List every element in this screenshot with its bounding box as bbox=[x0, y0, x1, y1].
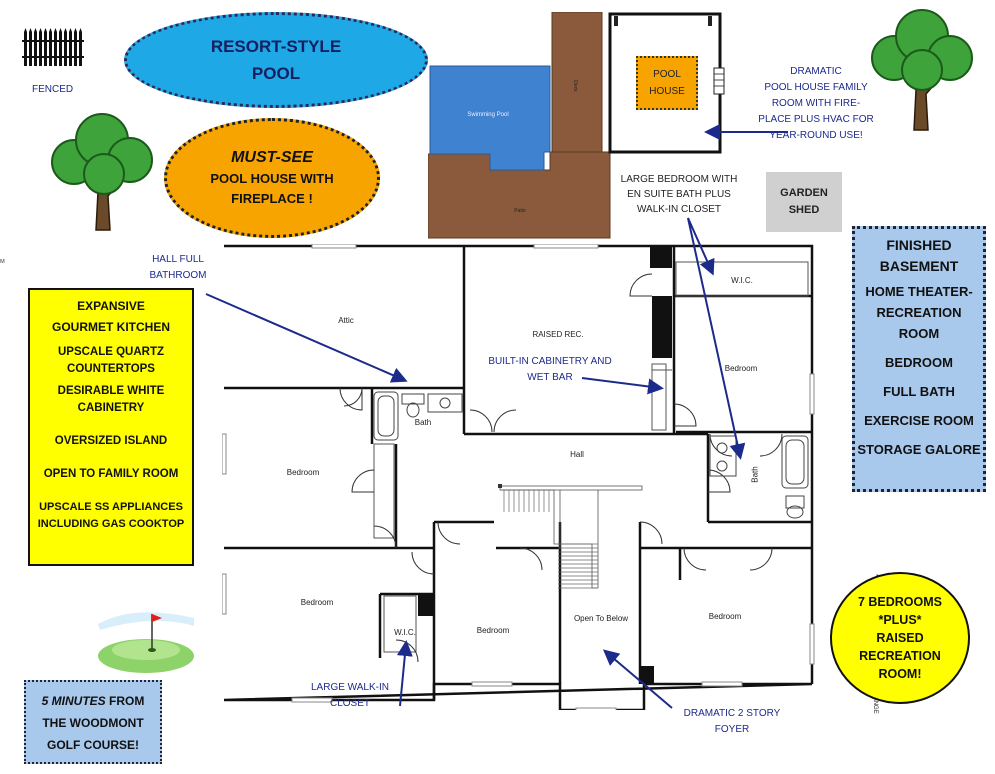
fence-label: FENCED bbox=[32, 84, 74, 95]
golf-text: 5 MINUTES FROM THE WOODMONT GOLF COURSE! bbox=[26, 690, 160, 756]
swimming-pool-label: Swimming Pool bbox=[467, 112, 508, 118]
pool-house-label: POOL HOUSE bbox=[649, 69, 685, 97]
golf-rest: FROM THE WOODMONT GOLF COURSE! bbox=[42, 694, 145, 752]
basement-item: BEDROOM bbox=[885, 355, 953, 370]
fence-picket bbox=[79, 28, 82, 66]
fence-picket bbox=[69, 28, 72, 66]
kitchen-item: OPEN TO FAMILY ROOM bbox=[43, 468, 179, 480]
garden-shed: GARDEN SHED bbox=[766, 172, 842, 232]
basement-item: HOME THEATER- RECREATION ROOM bbox=[865, 284, 973, 341]
garden-shed-label: GARDEN SHED bbox=[780, 187, 828, 216]
basement-item: FULL BATH bbox=[883, 384, 955, 399]
pool-oval: RESORT-STYLE POOL bbox=[124, 12, 428, 108]
room-label-bedroom-bottom-right: Bedroom bbox=[708, 612, 742, 621]
fence-picket bbox=[39, 28, 42, 66]
foyer-note: DRAMATIC 2 STORY FOYER bbox=[683, 708, 781, 735]
fence-picket bbox=[54, 28, 57, 66]
basement-box: FINISHED BASEMENT HOME THEATER- RECREATI… bbox=[852, 226, 986, 492]
site-plan: Swimming Pool Deck Patio POOL HOUSE bbox=[427, 11, 728, 240]
poolhouse-oval-line2: POOL HOUSE WITH FIREPLACE ! bbox=[210, 171, 334, 206]
bedrooms-oval: 7 BEDROOMS *PLUS* RAISED RECREATION ROOM… bbox=[830, 572, 970, 704]
kitchen-item: DESIRABLE WHITE CABINETRY bbox=[57, 385, 165, 414]
fence-picket bbox=[24, 28, 27, 66]
tree-icon bbox=[866, 8, 976, 132]
fence-picket bbox=[64, 28, 67, 66]
pool-house-family-room-note: DRAMATIC POOL HOUSE FAMILY ROOM WITH FIR… bbox=[758, 66, 874, 141]
basement-item: STORAGE GALORE bbox=[857, 442, 981, 457]
deck-label: Deck bbox=[572, 80, 578, 92]
room-label-bedroom-right: Bedroom bbox=[724, 364, 758, 373]
golf-minutes: 5 MINUTES bbox=[41, 694, 106, 708]
fence-picket bbox=[29, 28, 32, 66]
large-bedroom-note: LARGE BEDROOM WITH EN SUITE BATH PLUS WA… bbox=[620, 174, 738, 215]
walk-in-closet-note: LARGE WALK-IN CLOSET bbox=[311, 682, 389, 709]
golf-icon bbox=[94, 604, 198, 674]
pool-house-box: POOL HOUSE bbox=[636, 56, 698, 110]
fence-picket bbox=[34, 28, 37, 66]
room-label-wic-bottom: W.I.C. bbox=[394, 628, 416, 637]
bedrooms-oval-text: 7 BEDROOMS *PLUS* RAISED RECREATION ROOM… bbox=[857, 595, 943, 681]
room-label-open-to-below: Open To Below bbox=[573, 614, 629, 623]
room-label-wic-top: W.I.C. bbox=[731, 276, 753, 285]
poolhouse-oval: MUST-SEE POOL HOUSE WITH FIREPLACE ! bbox=[164, 118, 380, 238]
fence-picket bbox=[74, 28, 77, 66]
room-label-bedroom-bottom-left: Bedroom bbox=[300, 598, 334, 607]
built-in-note: BUILT-IN CABINETRY AND WET BAR bbox=[488, 356, 612, 383]
kitchen-item: UPSCALE QUARTZ COUNTERTOPS bbox=[57, 346, 165, 375]
golf-box: 5 MINUTES FROM THE WOODMONT GOLF COURSE! bbox=[24, 680, 162, 764]
pool-oval-text: RESORT-STYLE POOL bbox=[210, 37, 342, 83]
kitchen-item: OVERSIZED ISLAND bbox=[54, 435, 168, 447]
room-label-bedroom-bottom-mid: Bedroom bbox=[476, 626, 510, 635]
poolhouse-oval-line1: MUST-SEE bbox=[231, 149, 313, 166]
basement-item: EXERCISE ROOM bbox=[864, 413, 974, 428]
fence-picket bbox=[59, 28, 62, 66]
basement-title: FINISHED BASEMENT bbox=[879, 237, 959, 274]
room-label-hall: Hall bbox=[570, 450, 584, 459]
floor-plan: Attic RAISED REC. W.I.C. Bedroom Bath Be… bbox=[221, 243, 816, 713]
kitchen-item: UPSCALE SS APPLIANCES INCLUDING GAS COOK… bbox=[37, 501, 185, 530]
edge-mark: м bbox=[0, 258, 5, 265]
hall-full-bath-note: HALL FULL BATHROOM bbox=[149, 254, 207, 281]
kitchen-box: EXPANSIVE GOURMET KITCHEN UPSCALE QUARTZ… bbox=[28, 288, 194, 566]
fence-icon bbox=[22, 26, 84, 68]
fence-picket bbox=[49, 28, 52, 66]
patio-label: Patio bbox=[514, 208, 526, 214]
tree-icon bbox=[44, 112, 158, 232]
room-label-raised-rec: RAISED REC. bbox=[532, 330, 584, 339]
kitchen-item: EXPANSIVE GOURMET KITCHEN bbox=[52, 299, 170, 334]
room-label-bedroom-left: Bedroom bbox=[286, 468, 320, 477]
room-label-bath-top: Bath bbox=[414, 418, 432, 427]
room-label-attic: Attic bbox=[338, 316, 354, 325]
fence-picket bbox=[44, 28, 47, 66]
